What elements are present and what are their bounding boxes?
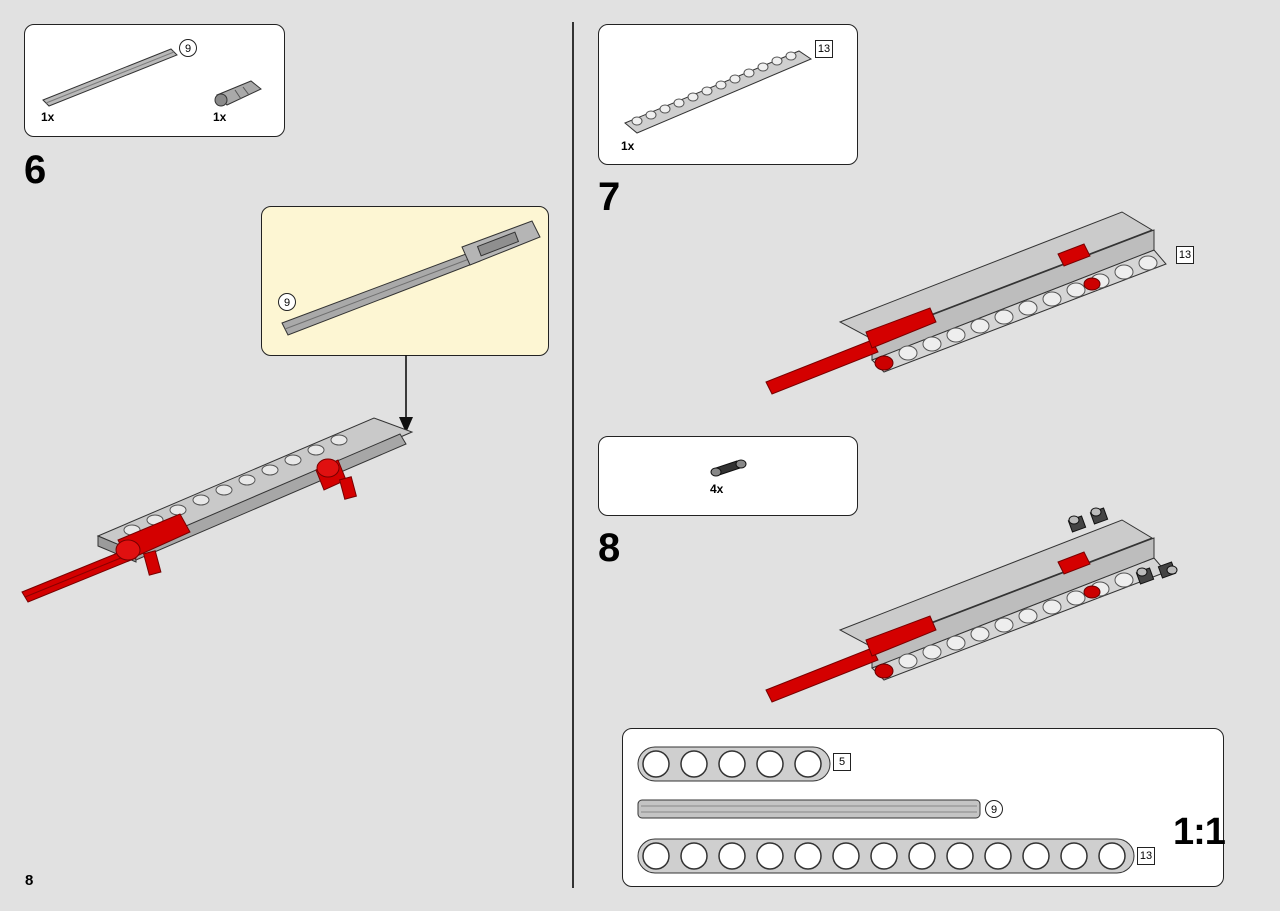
axle-9-ruler — [637, 799, 981, 819]
axle-quantity: 1x — [41, 110, 55, 124]
down-arrow-icon — [399, 355, 413, 433]
step-number-8: 8 — [598, 526, 621, 570]
axle-connector-part — [214, 80, 262, 107]
parts-list-step-6: 9 1x 1x — [24, 24, 285, 137]
parts-list-step-7: 13 1x — [598, 24, 858, 165]
step-8-assembly — [765, 507, 1178, 703]
callout-axle-length-label: 9 — [278, 293, 296, 311]
assembly-beam-length-label: 13 — [1176, 246, 1194, 264]
beam-5-ruler — [637, 746, 831, 782]
step-number-7: 7 — [598, 175, 621, 219]
pin-part — [710, 459, 747, 477]
scale-ruler-panel: 5 9 13 1:1 — [622, 728, 1226, 887]
page-number: 8 — [25, 872, 34, 889]
connector-quantity: 1x — [213, 110, 227, 124]
beam-13-label: 13 — [1137, 847, 1155, 865]
step-7-assembly — [765, 211, 1167, 395]
axle-9-label: 9 — [985, 800, 1003, 818]
axle-with-connector-illustration — [281, 220, 541, 336]
step-number-6: 6 — [24, 148, 47, 192]
axle-length-label: 9 — [179, 39, 197, 57]
page-divider — [572, 22, 574, 888]
beam-13-part — [624, 50, 813, 134]
step-6-assembly — [21, 417, 414, 603]
beam-13-ruler — [637, 838, 1135, 874]
beam-5-label: 5 — [833, 753, 851, 771]
parts-list-step-8: 4x — [598, 436, 858, 516]
pin-quantity: 4x — [710, 482, 724, 496]
beam-length-label: 13 — [815, 40, 833, 58]
subassembly-callout: 9 — [261, 206, 549, 356]
scale-indicator: 1:1 — [1173, 811, 1226, 853]
beam-quantity: 1x — [621, 139, 635, 153]
axle-9-part — [42, 48, 178, 107]
